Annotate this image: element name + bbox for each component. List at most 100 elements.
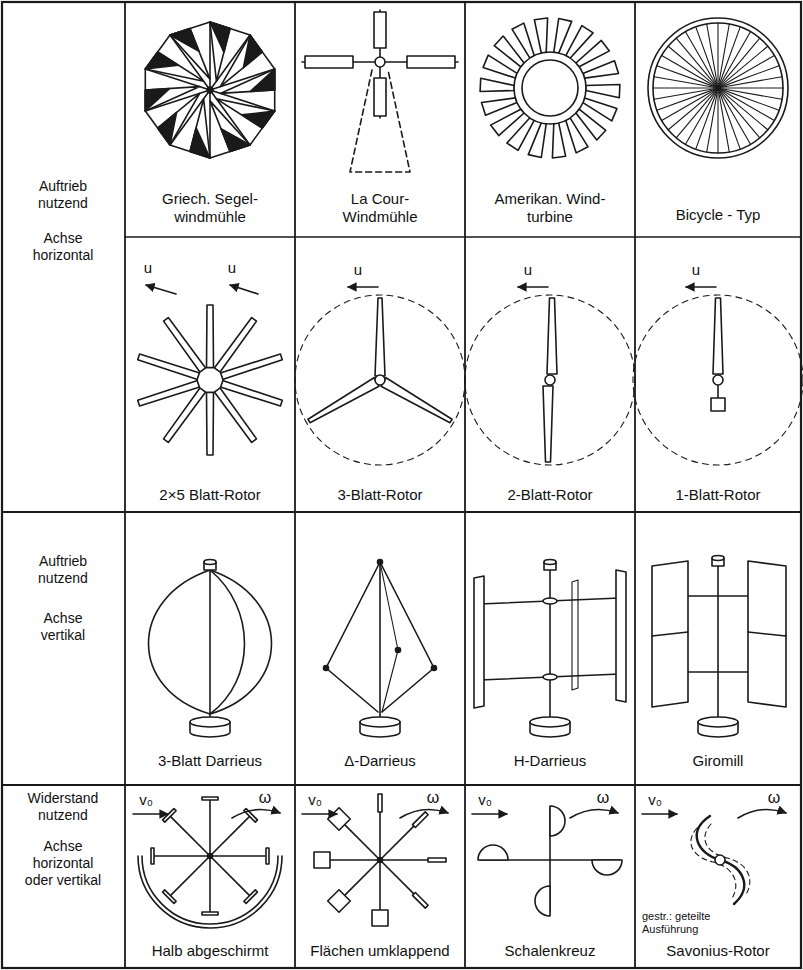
column-line xyxy=(634,2,636,968)
row-line xyxy=(2,784,801,786)
blade xyxy=(380,562,398,712)
type-name: Halb abgeschirmt xyxy=(130,942,290,960)
sail xyxy=(190,99,210,158)
type-name: 2×5 Blatt-Rotor xyxy=(130,486,290,504)
giromill-rotor xyxy=(652,556,786,738)
row-line xyxy=(125,236,801,237)
spoke xyxy=(719,92,730,152)
sail xyxy=(210,22,230,81)
open-plate xyxy=(314,852,330,868)
sail xyxy=(210,101,250,152)
hub xyxy=(197,368,223,393)
row-heading: Auftrieb nutzend xyxy=(22,553,104,587)
spoke xyxy=(170,856,210,896)
spoke xyxy=(722,66,779,87)
base-top xyxy=(530,717,570,727)
ring xyxy=(522,60,578,116)
cup xyxy=(535,886,550,916)
vane xyxy=(583,61,619,78)
delta-darrieus-rotor xyxy=(324,560,437,738)
plate xyxy=(163,809,177,823)
spoke xyxy=(719,92,740,149)
vane xyxy=(528,123,546,158)
plate xyxy=(151,848,154,864)
blade xyxy=(210,570,272,714)
type-name: Δ-Darrieus xyxy=(300,752,460,770)
blade xyxy=(220,354,282,380)
plate xyxy=(244,890,258,904)
h-darrieus-rotor xyxy=(474,560,626,738)
spoke xyxy=(721,91,768,130)
spoke xyxy=(721,38,760,85)
hub xyxy=(545,375,555,385)
s-blade xyxy=(697,816,744,904)
type-name: Giromill xyxy=(640,752,796,770)
hub xyxy=(378,858,383,863)
vane xyxy=(576,40,610,66)
panel-blade xyxy=(748,561,786,707)
savonius-rotor xyxy=(642,809,786,904)
velocity-symbol: v₀ xyxy=(472,791,498,809)
shutter-blade xyxy=(374,78,386,116)
spoke xyxy=(686,91,717,144)
spar xyxy=(210,90,250,145)
panel-joint xyxy=(748,632,786,636)
ring xyxy=(514,52,586,124)
motion-arrow xyxy=(570,809,618,818)
two-blade-rotor xyxy=(465,287,635,465)
spoke xyxy=(668,91,715,130)
spoke xyxy=(657,89,714,110)
blade xyxy=(572,580,578,690)
spoke xyxy=(722,89,782,100)
velocity-symbol: v₀ xyxy=(133,791,159,809)
closed-plate xyxy=(413,812,429,828)
row-heading: Achse horizontal oder vertikal xyxy=(23,838,103,888)
spoke xyxy=(707,92,718,152)
spoke xyxy=(662,56,715,87)
blade xyxy=(543,386,553,462)
blade xyxy=(207,305,214,368)
vane xyxy=(552,123,565,158)
vane xyxy=(586,85,620,98)
open-plate xyxy=(372,910,388,926)
spar xyxy=(210,69,275,90)
cup xyxy=(550,806,565,836)
blade xyxy=(210,570,245,714)
vane xyxy=(491,109,524,135)
sail-windmill xyxy=(145,22,274,158)
blade xyxy=(616,570,626,702)
spoke xyxy=(209,800,211,856)
type-name: 3-Blatt Darrieus xyxy=(130,752,290,770)
vane xyxy=(566,118,588,153)
american-wind-turbine xyxy=(480,18,620,158)
rim xyxy=(648,18,788,158)
rotor-path xyxy=(633,295,803,465)
sail xyxy=(220,69,274,93)
cup xyxy=(478,845,508,860)
shutter-blade xyxy=(305,56,353,68)
spoke xyxy=(707,24,718,84)
blade xyxy=(474,576,484,708)
spoke xyxy=(721,91,760,138)
velocity-symbol: u xyxy=(686,261,706,279)
sail xyxy=(145,87,199,111)
velocity-symbol: u xyxy=(348,261,368,279)
hub xyxy=(543,598,557,604)
shutter-blade xyxy=(407,56,455,68)
rotation-symbol: ω xyxy=(422,788,444,807)
la-cour-windmill xyxy=(302,10,458,172)
base-top xyxy=(698,717,738,727)
base-top xyxy=(190,717,230,727)
row-line xyxy=(2,511,801,513)
spar xyxy=(210,90,275,111)
plate xyxy=(202,912,218,915)
type-name: 3-Blatt-Rotor xyxy=(300,486,460,504)
hub xyxy=(715,85,721,91)
mast-cap-top xyxy=(204,560,216,565)
type-name: Schalenkreuz xyxy=(470,942,630,960)
blade xyxy=(149,570,211,714)
closed-plate xyxy=(378,794,382,812)
type-name: 2-Blatt-Rotor xyxy=(470,486,630,504)
spoke xyxy=(720,32,751,85)
